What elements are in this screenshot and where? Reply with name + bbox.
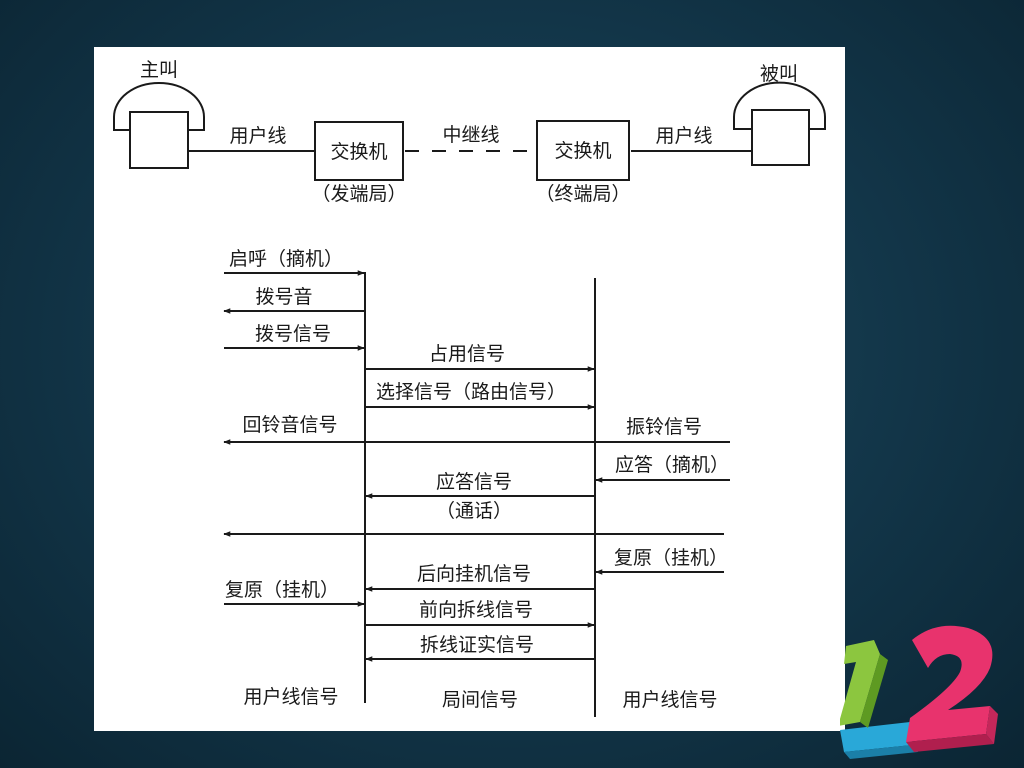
label-seize: 占用信号 <box>429 343 505 365</box>
label-select: 选择信号（路由信号） <box>376 381 566 403</box>
label-clear-caller: 复原（挂机） <box>225 579 339 601</box>
callee-label: 被叫 <box>760 63 798 85</box>
label-answer-user: 应答（摘机） <box>615 454 729 476</box>
right-line-label: 用户线 <box>655 125 712 147</box>
left-line-label: 用户线 <box>229 125 286 147</box>
label-clear-callee: 复原（挂机） <box>614 547 728 569</box>
label-ringing: 振铃信号 <box>626 416 702 438</box>
callee-phone-icon <box>733 81 826 166</box>
footer-right-label: 用户线信号 <box>622 689 717 711</box>
label-release-guard: 拆线证实信号 <box>420 634 534 656</box>
terminal-switch-box <box>536 120 630 181</box>
caller-phone-icon <box>113 82 205 169</box>
footer-left-label: 用户线信号 <box>243 686 338 708</box>
footer-middle-label: 局间信号 <box>442 689 518 711</box>
decorative-numbers-graphic <box>840 625 998 759</box>
label-answer-signal: 应答信号 <box>436 471 512 493</box>
caller-label: 主叫 <box>140 59 178 81</box>
trunk-label: 中继线 <box>442 124 499 146</box>
label-clear-forward: 前向拆线信号 <box>419 599 533 621</box>
slide-panel: 主叫 被叫 用户线 用户线 中继线 交换机 交换机 （发端局） （终端局） 启呼… <box>94 47 845 731</box>
label-talk: （通话） <box>436 500 512 522</box>
label-offhook: 启呼（摘机） <box>229 248 343 270</box>
label-ringback: 回铃音信号 <box>242 414 337 436</box>
signaling-diagram: 主叫 被叫 用户线 用户线 中继线 交换机 交换机 （发端局） （终端局） 启呼… <box>113 59 826 717</box>
terminal-switch-label: 交换机 <box>554 140 611 162</box>
label-dial-tone: 拨号音 <box>255 286 312 308</box>
origin-switch-box <box>314 121 404 181</box>
label-dial-signal: 拨号信号 <box>255 323 331 345</box>
terminal-office-label: （终端局） <box>535 183 630 205</box>
label-clear-back: 后向挂机信号 <box>417 563 531 585</box>
origin-office-label: （发端局） <box>311 183 406 205</box>
origin-switch-label: 交换机 <box>330 141 387 163</box>
